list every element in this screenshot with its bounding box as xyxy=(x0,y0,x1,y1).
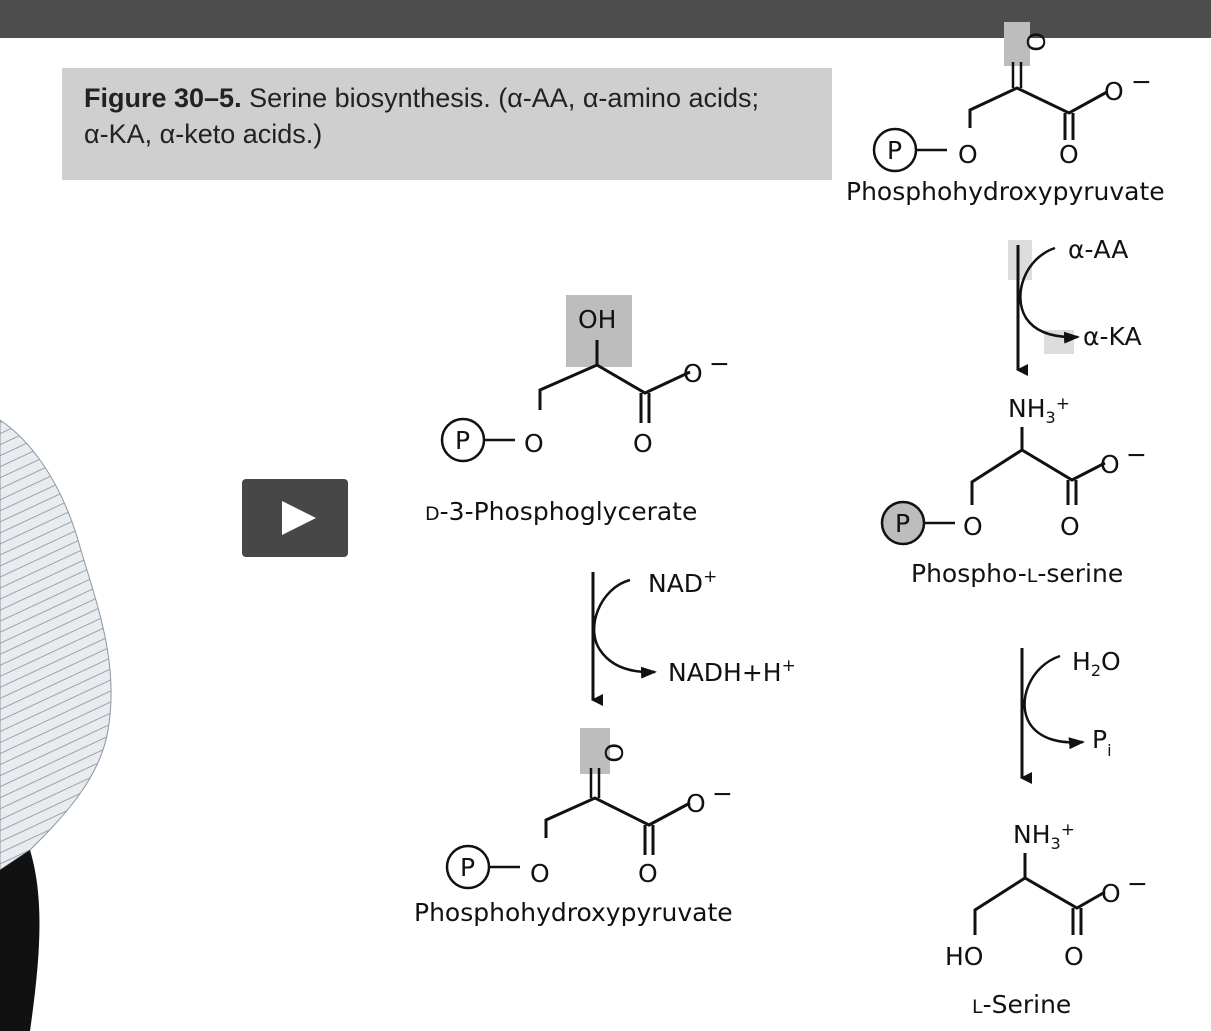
oh-group: OH xyxy=(578,305,616,334)
compound-serine: NH3+ O − O HO L-Serine xyxy=(945,820,1148,1019)
figure-label: Figure 30–5. xyxy=(84,83,242,113)
minus-sign: − xyxy=(1131,67,1152,96)
phosphate-p: P xyxy=(895,509,910,538)
phosphate-circle-highlighted xyxy=(880,500,926,546)
o-minus: O xyxy=(683,359,703,388)
phosphate-p: P xyxy=(455,426,470,455)
keto-o: O xyxy=(1021,32,1050,52)
caption-text-line1: Serine biosynthesis. (α-AA, α-amino acid… xyxy=(241,83,759,113)
ester-o: O xyxy=(958,140,978,169)
phosphohydroxypyruvate-right-label: Phosphohydroxypyruvate xyxy=(846,177,1165,206)
carbonyl-o: O xyxy=(633,429,653,458)
reaction-step-dehydrogenase: NAD+ NADH+H+ xyxy=(591,567,796,706)
keto-highlight xyxy=(1004,22,1030,66)
keto-o: O xyxy=(599,743,628,763)
phosphate-circle xyxy=(445,844,491,890)
phosphohydroxypyruvate-left-label: Phosphohydroxypyruvate xyxy=(414,898,733,927)
ester-o: O xyxy=(963,512,983,541)
minus-sign: − xyxy=(1126,440,1147,469)
play-video-button[interactable] xyxy=(242,479,348,557)
oh-highlight xyxy=(566,295,632,367)
carbonyl-o: O xyxy=(1059,140,1079,169)
o-minus: O xyxy=(686,789,706,818)
keto-highlight xyxy=(580,728,610,774)
play-icon xyxy=(282,501,316,535)
figure-caption: Figure 30–5. Serine biosynthesis. (α-AA,… xyxy=(62,68,832,180)
phosphoserine-label: Phospho-L-serine xyxy=(911,559,1123,588)
carbonyl-o: O xyxy=(638,859,658,888)
nadh-label: NADH+H+ xyxy=(668,656,796,687)
phosphate-p: P xyxy=(887,136,902,165)
o-minus: O xyxy=(1104,77,1124,106)
amino-group: NH3+ xyxy=(1013,820,1075,853)
reaction-step-phosphatase: H2O Pi xyxy=(1020,647,1121,784)
phosphate-p: P xyxy=(460,853,475,882)
o-minus: O xyxy=(1101,879,1121,908)
amino-group: NH3+ xyxy=(1008,394,1070,427)
phosphate-circle xyxy=(872,127,918,173)
minus-sign: − xyxy=(712,779,733,808)
compound-phosphohydroxypyruvate-left: O O − O P O Phosphohydroxypyruvate xyxy=(414,728,733,927)
alpha-aa-label: α-AA xyxy=(1068,235,1128,264)
reaction-step-transamination: α-AA α-KA xyxy=(1008,235,1142,376)
presenter-image xyxy=(0,419,112,1031)
alpha-ka-label: α-KA xyxy=(1083,322,1142,351)
caption-text-line2: α-KA, α-keto acids.) xyxy=(84,119,323,149)
phosphoglycerate-label: D-3-Phosphoglycerate xyxy=(425,497,697,526)
compound-phosphoglycerate: OH O − O P O D-3-Phosphoglycerate xyxy=(425,295,730,526)
compound-phosphoserine: NH3+ O − O P O Phospho-L-serine xyxy=(880,394,1147,588)
ester-o: O xyxy=(530,859,550,888)
minus-sign: − xyxy=(709,349,730,378)
phosphate-circle xyxy=(440,417,486,463)
carbonyl-o: O xyxy=(1060,512,1080,541)
phosphate-pi-label: Pi xyxy=(1092,725,1112,760)
nad-label: NAD+ xyxy=(648,567,717,598)
water-label: H2O xyxy=(1072,647,1121,680)
serine-label: L-Serine xyxy=(972,990,1071,1019)
hydroxyl-ho: HO xyxy=(945,942,983,971)
ester-o: O xyxy=(524,429,544,458)
carbonyl-o: O xyxy=(1064,942,1084,971)
o-minus: O xyxy=(1100,450,1120,479)
minus-sign: − xyxy=(1127,869,1148,898)
compound-phosphohydroxypyruvate-right: O O − O P O Phosphohydroxypyruvate xyxy=(846,22,1165,206)
